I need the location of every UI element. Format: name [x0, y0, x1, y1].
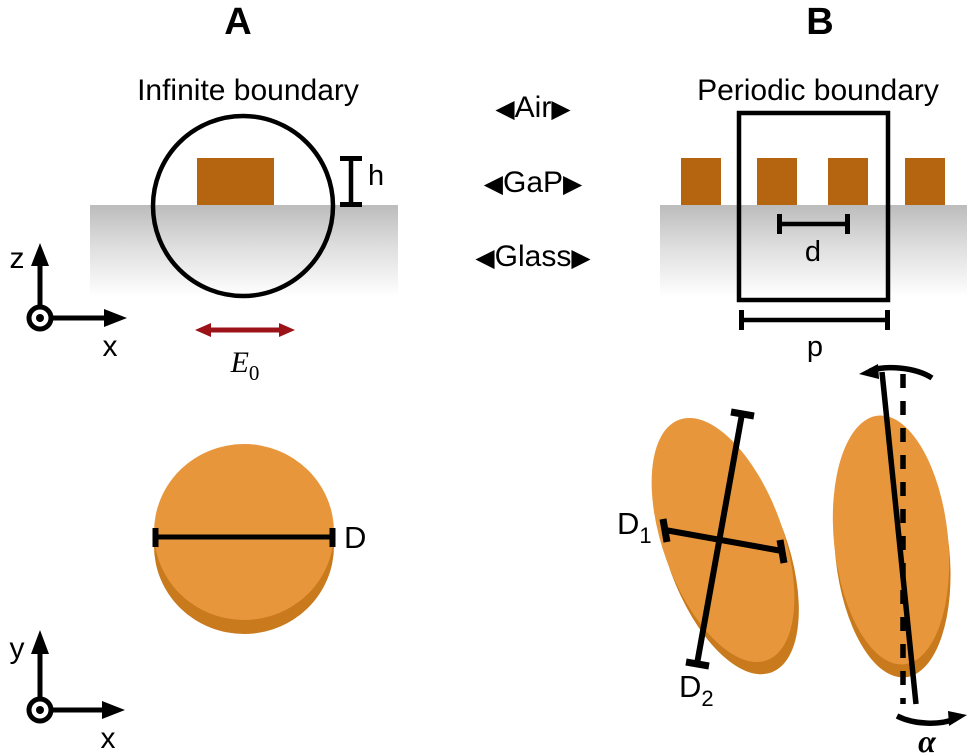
y-axis-label: y [10, 632, 25, 665]
infinite-boundary-label: Infinite boundary [137, 74, 359, 107]
pitch-dimension-marker-p [739, 310, 890, 330]
infinite-boundary-circle [150, 113, 336, 299]
gap-pillar-b-3 [828, 158, 868, 205]
panel-a-top-view: D y x [10, 444, 366, 755]
panel-a-cross-section: Infinite boundary h E0 [10, 74, 398, 385]
gap-pillar-a [197, 158, 274, 205]
panel-b-top-view-rotation-ellipse: α [832, 364, 967, 756]
D2-label: D [679, 669, 701, 704]
D1-label-group: D1 [617, 506, 652, 548]
D-label: D [344, 520, 366, 555]
x-axis-label-side: x [103, 330, 118, 363]
minor-axis-dimension-D1 [659, 518, 788, 564]
panel-b-top-view-axes-ellipse: D1 D2 [617, 408, 799, 711]
axes-top-view [37, 645, 108, 713]
left-triangle-icon: ◀ [484, 170, 504, 198]
field-subscript: 0 [249, 361, 260, 385]
material-stack-labels: ◀Air▶ ◀GaP▶ ◀Glass▶ [475, 91, 591, 273]
material-label-glass: Glass [495, 240, 572, 273]
gap-pillar-b-1 [681, 158, 721, 205]
x-axis-arrowhead-top [102, 701, 125, 719]
material-row-glass: ◀Glass▶ [475, 240, 591, 273]
panel-a-letter: A [224, 1, 251, 43]
height-label: h [368, 160, 384, 192]
gap-pillar-b-4 [905, 158, 945, 205]
D2-label-group: D2 [679, 669, 714, 711]
glass-substrate-a [90, 205, 398, 297]
D1-label: D [617, 506, 639, 541]
material-row-air: ◀Air▶ [495, 91, 571, 124]
origin-dot-icon-top [36, 706, 44, 714]
p-label: p [807, 331, 823, 363]
periodic-unit-cell-box [736, 110, 891, 303]
x-axis-arrowhead [104, 309, 127, 327]
D2-subscript: 2 [701, 686, 713, 711]
diameter-dimension-marker-d [777, 214, 850, 234]
field-label-group: E0 [230, 346, 260, 385]
material-label-gap: GaP [503, 166, 563, 199]
incident-field-arrow [195, 323, 295, 337]
right-triangle-icon: ▶ [551, 95, 571, 123]
panel-b-cross-section: Periodic boundary d p [660, 74, 967, 363]
material-label-air: Air [515, 91, 552, 124]
z-axis-label: z [10, 242, 25, 275]
ellipse-face-b2 [832, 415, 950, 665]
field-label: E [230, 346, 249, 379]
diameter-dimension-marker-D [152, 528, 336, 547]
d-label: d [805, 236, 821, 268]
gap-pillar-b-2 [757, 158, 797, 205]
z-axis-arrowhead [31, 243, 49, 266]
height-dimension-marker [340, 156, 362, 207]
y-axis-arrowhead [31, 630, 49, 654]
left-triangle-icon: ◀ [475, 244, 495, 272]
right-triangle-icon: ▶ [563, 170, 583, 198]
periodic-boundary-label: Periodic boundary [697, 74, 939, 107]
x-axis-label-top: x [101, 722, 116, 755]
panel-b-letter: B [806, 1, 833, 43]
left-triangle-icon: ◀ [495, 95, 515, 123]
ellipse-major-axis-solid [879, 371, 919, 705]
right-triangle-icon: ▶ [571, 244, 591, 272]
rotation-arrow-top [859, 364, 934, 381]
rotation-arrow-bottom [895, 711, 967, 726]
D1-subscript: 1 [639, 523, 651, 548]
rotation-angle-label: α [918, 723, 937, 756]
material-row-gap: ◀GaP▶ [484, 166, 583, 199]
glass-substrate-b [660, 205, 967, 297]
origin-dot-icon [36, 314, 44, 322]
disk-face-a [154, 444, 334, 620]
